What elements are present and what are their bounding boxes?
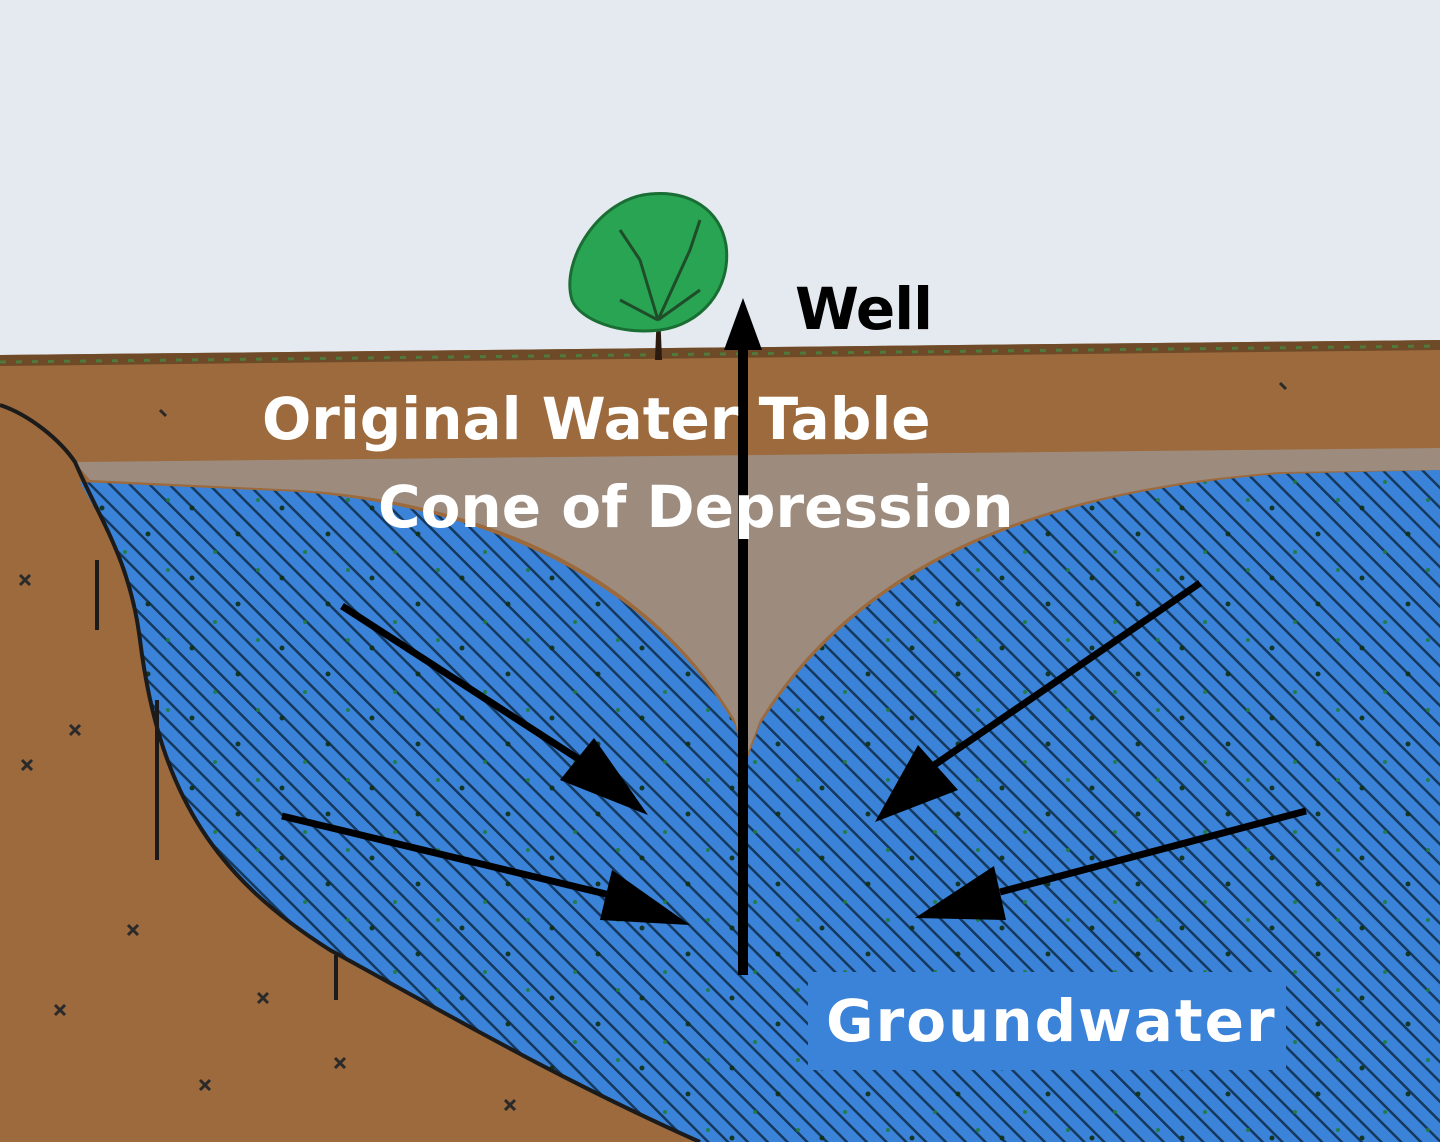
soil-marks	[18, 381, 1288, 1112]
groundwater-label: Groundwater	[826, 987, 1277, 1055]
cone-of-depression-label: Cone of Depression	[378, 473, 1014, 541]
groundwater-label-box	[808, 972, 1286, 1070]
well-label: Well	[795, 275, 933, 343]
cone-of-depression	[75, 448, 1440, 760]
aquifer-boundary	[0, 403, 701, 1142]
tree-icon	[568, 191, 729, 360]
well-pipe-icon	[724, 298, 762, 975]
sky	[0, 0, 1440, 360]
original-water-table-label: Original Water Table	[262, 385, 931, 453]
flow-arrow-icon	[281, 580, 1307, 925]
ground-speckle	[0, 344, 1440, 364]
